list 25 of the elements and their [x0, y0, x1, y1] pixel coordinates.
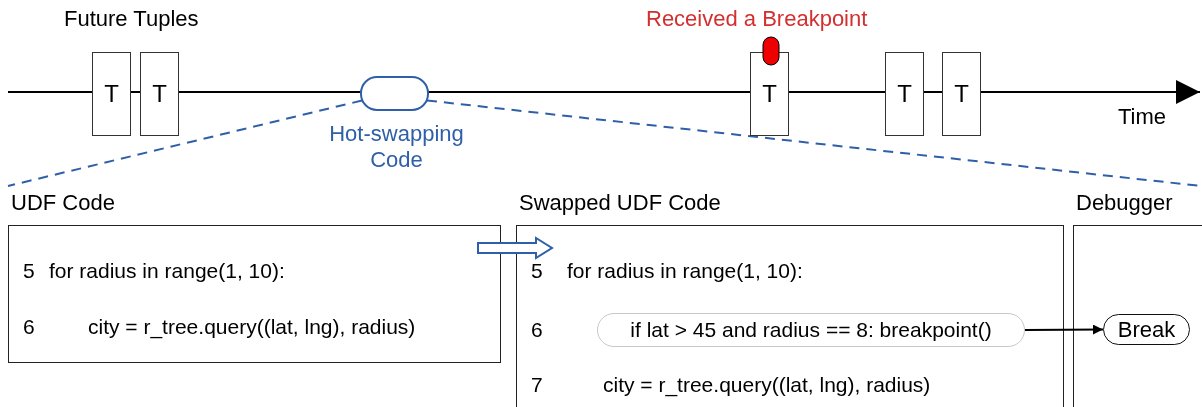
line-number: 6	[23, 314, 35, 340]
tuple-box: T	[92, 52, 131, 136]
code-line: city = r_tree.query((lat, lng), radius)	[88, 314, 416, 341]
node-label: Hot-swapping Code	[328, 121, 465, 173]
break-state: Break	[1103, 314, 1190, 345]
line-number: 5	[23, 258, 35, 284]
block-arrow	[477, 236, 554, 260]
line-number: 7	[531, 372, 543, 398]
panel-title: UDF Code	[11, 190, 115, 216]
code-line: city = r_tree.query((lat, lng), radius)	[603, 372, 931, 399]
code-condition-line: if lat > 45 and radius == 8: breakpoint()	[597, 313, 1025, 347]
panel-title: Debugger	[1076, 190, 1173, 216]
tuple-box: T	[140, 52, 179, 136]
group-label: Future Tuples	[64, 6, 199, 32]
code-line: for radius in range(1, 10):	[49, 258, 285, 284]
axis-label: Time	[1118, 104, 1167, 130]
zoom-line	[7, 99, 363, 187]
line-number: 6	[531, 317, 543, 343]
code-line: for radius in range(1, 10):	[567, 258, 803, 284]
tuple-box: T	[885, 52, 924, 136]
arrow	[1024, 324, 1104, 335]
panel-title: Swapped UDF Code	[519, 190, 721, 216]
tuple-box: T	[942, 52, 981, 136]
event-label: Received a Breakpoint	[646, 6, 868, 32]
line-number: 5	[531, 258, 543, 284]
